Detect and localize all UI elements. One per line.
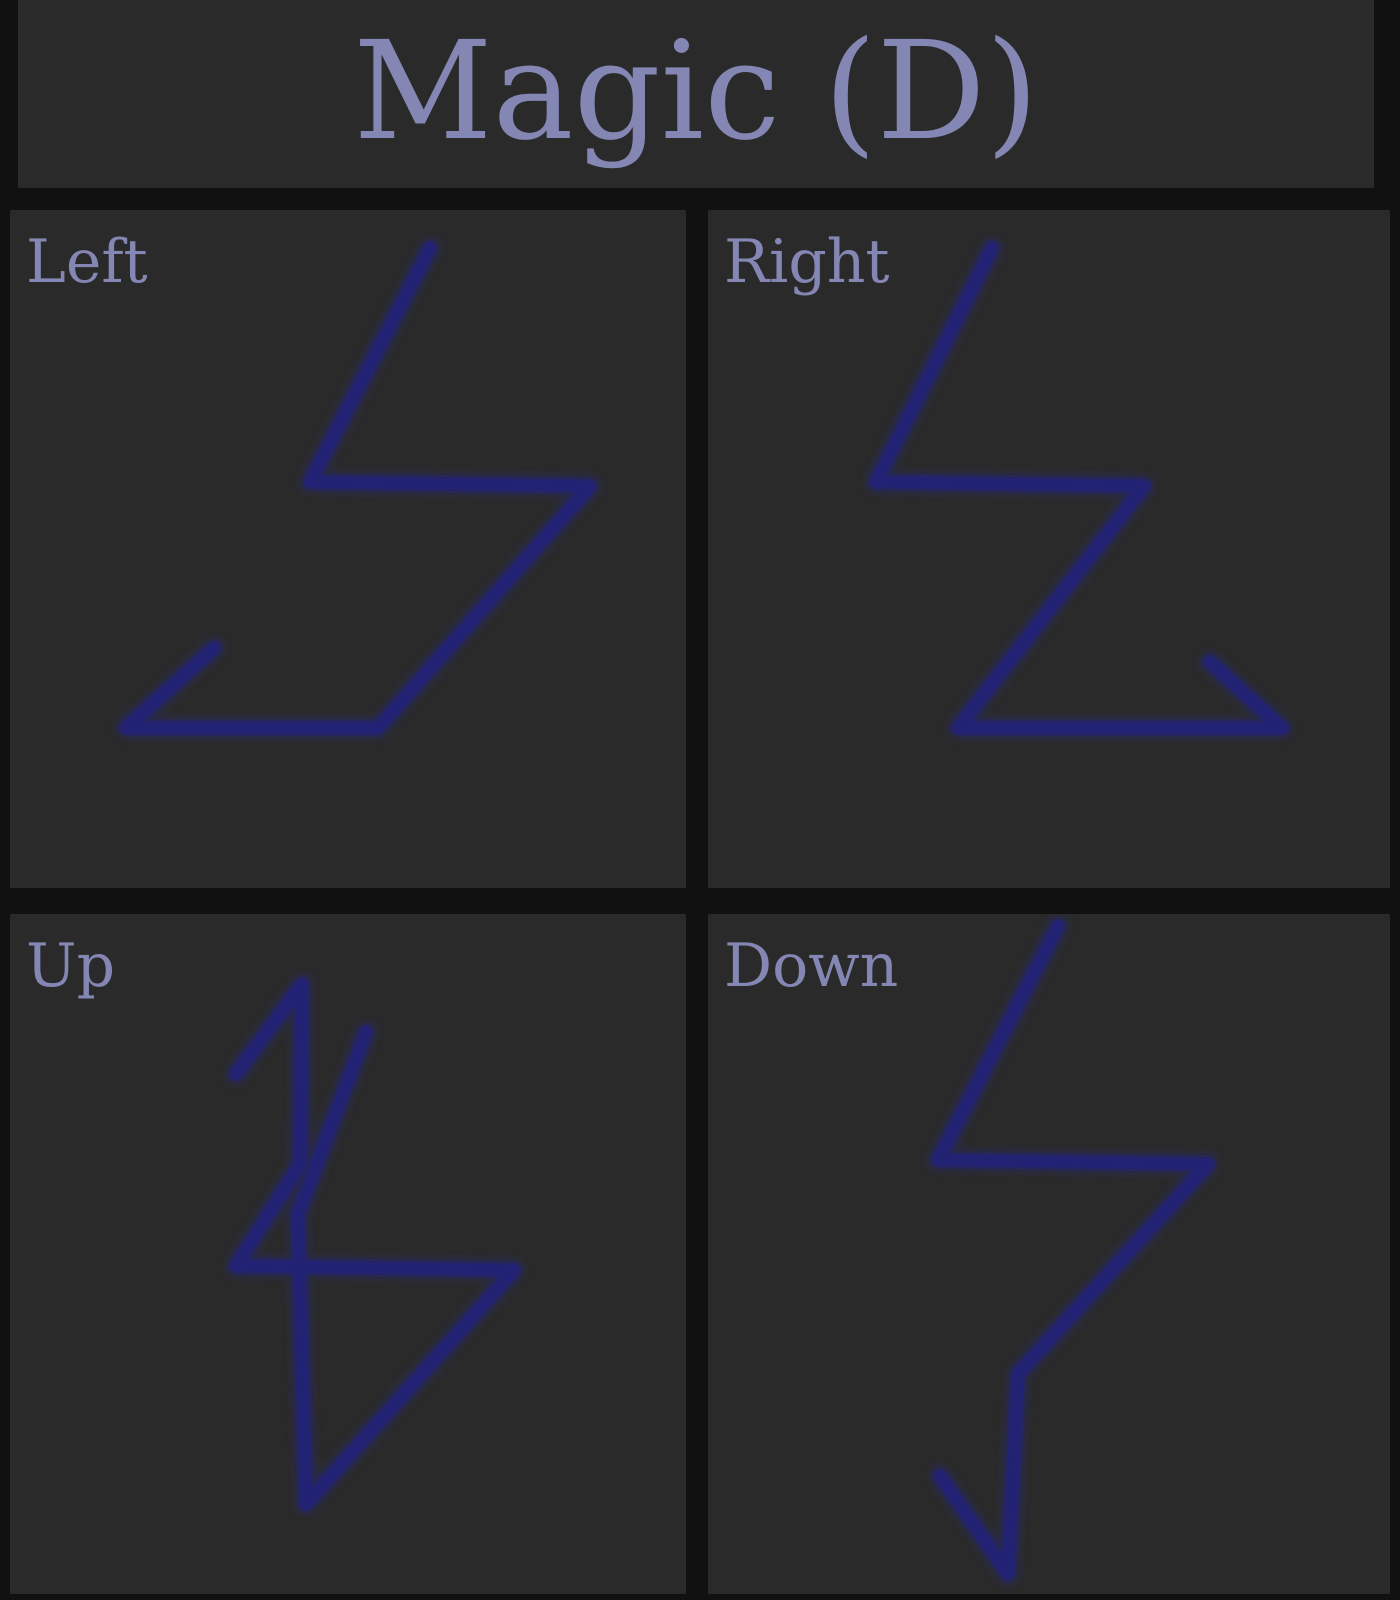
page-title: Magic (D)	[353, 13, 1039, 171]
down-gesture-icon	[927, 915, 1219, 1585]
panel-label-left: Left	[26, 227, 148, 297]
up-gesture-icon	[225, 973, 525, 1515]
left-gesture-icon	[115, 237, 601, 739]
right-gesture-icon	[865, 237, 1293, 739]
panel-up: Up	[10, 914, 686, 1594]
title-band: Magic (D)	[18, 0, 1374, 188]
panel-left: Left	[10, 210, 686, 888]
panel-right: Right	[708, 210, 1390, 888]
panel-label-up: Up	[26, 931, 115, 1001]
panel-label-right: Right	[724, 227, 890, 297]
panel-down: Down	[708, 914, 1390, 1594]
panel-label-down: Down	[724, 931, 899, 1001]
